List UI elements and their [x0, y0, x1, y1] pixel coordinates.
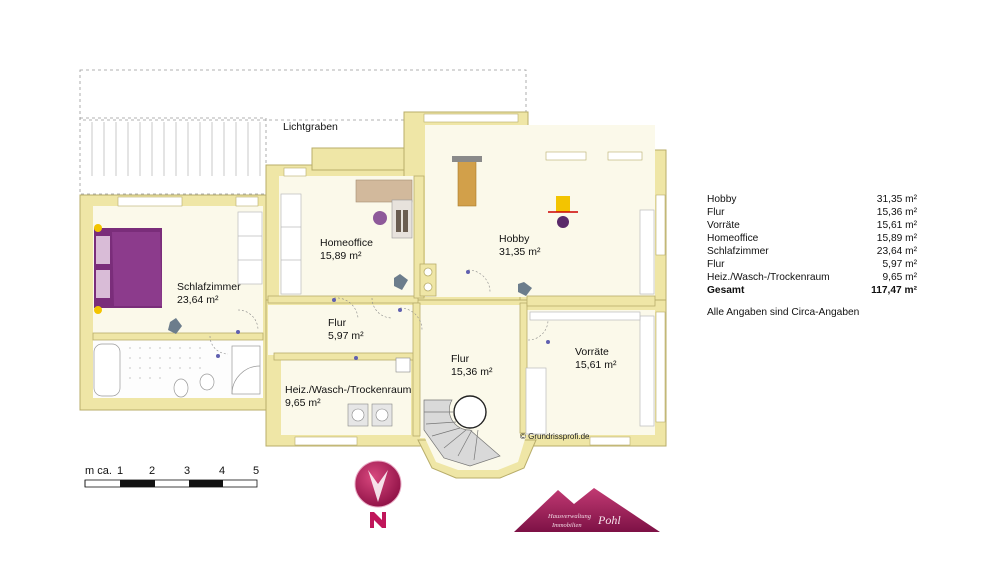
room-hobby-area: 31,35 m² — [499, 246, 541, 258]
area-row: Heiz./Wasch-/Trockenraum 9,65 m² — [707, 271, 917, 284]
logo-line1: Hausverwaltung — [547, 513, 592, 520]
bathroom-fixtures — [93, 343, 261, 398]
homeoffice-furniture — [355, 179, 413, 239]
area-table: Hobby 31,35 m² Flur 15,36 m² Vorräte 15,61 … — [707, 193, 917, 297]
area-value: 15,36 m² — [876, 207, 917, 218]
scale-tick-1: 1 — [117, 465, 123, 477]
copyright-label: © Grundrissprofi.de — [520, 432, 590, 441]
scale-tick-2: 2 — [149, 465, 155, 477]
company-logo: Hausverwaltung Immobilien Pohl — [514, 488, 660, 532]
built-in-cabinets — [237, 193, 655, 435]
scale-bar: m ca. 1 2 3 4 5 — [84, 465, 259, 488]
bath-tiles — [129, 347, 201, 379]
room-flur-lower-name: Flur — [451, 353, 470, 365]
room-flur-lower-area: 15,36 m² — [451, 366, 493, 378]
room-heizraum-name: Heiz./Wasch-/Trockenraum — [285, 384, 412, 396]
area-row: Flur 15,36 m² — [707, 206, 917, 219]
bed — [94, 224, 162, 314]
floor-vorraete — [525, 310, 655, 435]
area-note: Alle Angaben sind Circa-Angaben — [707, 307, 860, 318]
room-schlafzimmer-name: Schlafzimmer — [177, 281, 241, 293]
area-total-label: Gesamt — [707, 285, 745, 296]
scale-tick-3: 3 — [184, 465, 190, 477]
area-row: Flur 5,97 m² — [707, 258, 917, 271]
area-row: Hobby 31,35 m² — [707, 193, 917, 206]
staircase — [423, 395, 501, 467]
room-flur-upper-name: Flur — [328, 317, 347, 329]
area-label: Schlafzimmer — [707, 246, 769, 257]
area-row: Schlafzimmer 23,64 m² — [707, 245, 917, 258]
lichtgraben-outline — [79, 69, 527, 195]
room-vorraete-name: Vorräte — [575, 346, 609, 358]
area-value: 15,61 m² — [876, 220, 917, 231]
room-hobby-name: Hobby — [499, 233, 530, 245]
logo-name: Pohl — [597, 513, 621, 527]
scale-tick-5: 5 — [253, 465, 259, 477]
area-label: Vorräte — [707, 220, 740, 231]
area-value: 15,89 m² — [876, 233, 917, 244]
area-total-value: 117,47 m² — [871, 285, 917, 296]
floor-hobby — [425, 125, 655, 297]
area-label: Homeoffice — [707, 233, 759, 244]
area-value: 5,97 m² — [882, 259, 917, 270]
room-homeoffice-area: 15,89 m² — [320, 250, 362, 262]
scale-tick-4: 4 — [219, 465, 225, 477]
area-total-row: Gesamt 117,47 m² — [707, 284, 917, 297]
logo-line2: Immobilien — [551, 522, 582, 529]
area-label: Hobby — [707, 194, 737, 205]
lichtgraben-label: Lichtgraben — [283, 121, 338, 133]
area-row: Homeoffice 15,89 m² — [707, 232, 917, 245]
room-homeoffice-name: Homeoffice — [320, 237, 373, 249]
north-arrow — [354, 460, 402, 528]
chimney — [419, 263, 437, 297]
hobby-furniture — [452, 156, 578, 228]
floor-flur-upper — [268, 305, 418, 355]
room-flur-upper-area: 5,97 m² — [328, 330, 364, 342]
door-swings — [209, 269, 549, 355]
area-value: 31,35 m² — [876, 194, 917, 205]
door-handles — [216, 270, 550, 360]
room-schlafzimmer-area: 23,64 m² — [177, 294, 219, 306]
area-label: Flur — [707, 259, 725, 270]
area-value: 9,65 m² — [882, 272, 917, 283]
plants — [168, 274, 532, 334]
utility-appliances — [347, 357, 411, 427]
room-heizraum-area: 9,65 m² — [285, 397, 321, 409]
area-value: 23,64 m² — [876, 246, 917, 257]
scale-prefix: m ca. — [85, 465, 112, 477]
room-vorraete-area: 15,61 m² — [575, 359, 617, 371]
area-label: Heiz./Wasch-/Trockenraum — [707, 272, 830, 283]
partitions — [92, 175, 656, 437]
windows — [117, 113, 666, 446]
area-label: Flur — [707, 207, 725, 218]
area-row: Vorräte 15,61 m² — [707, 219, 917, 232]
